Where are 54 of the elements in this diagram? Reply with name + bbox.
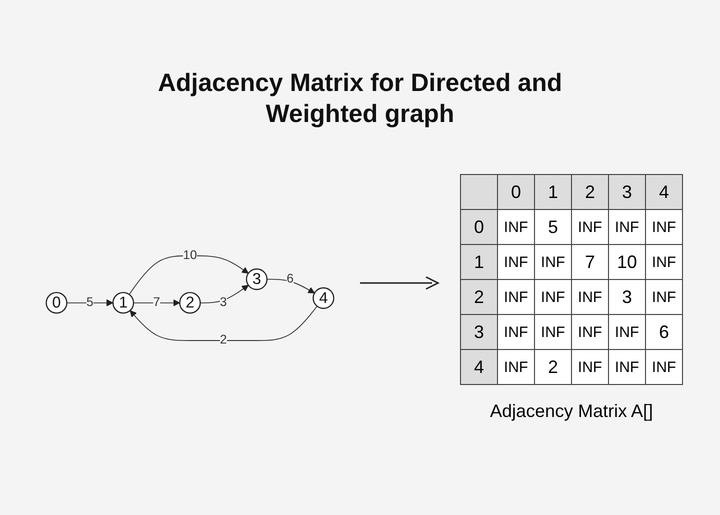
row-header-cell: 3	[460, 314, 498, 350]
matrix-cell: 7	[572, 244, 608, 280]
matrix-cell: INF	[534, 244, 572, 280]
edge-label: 3	[220, 296, 227, 309]
matrix-cell: INF	[608, 210, 646, 244]
arrow	[128, 255, 249, 295]
edge-label: 10	[183, 248, 197, 262]
arrow	[200, 284, 249, 304]
row-header-cell: 0	[460, 210, 498, 244]
edge-label: 7	[153, 296, 160, 309]
matrix-cell: 3	[608, 280, 646, 314]
matrix-cell: INF	[646, 210, 682, 244]
matrix-cell: 10	[608, 244, 646, 280]
edge-label: 6	[286, 272, 294, 286]
column-header-cell: 2	[572, 174, 608, 210]
row-header-cell: 4	[460, 350, 498, 384]
matrix-cell: INF	[498, 280, 534, 314]
arrow	[66, 299, 114, 306]
node-circle: 2	[179, 292, 201, 314]
column-header-cell: 4	[646, 174, 682, 210]
matrix-cell: INF	[498, 210, 534, 244]
arrow	[133, 299, 180, 306]
matrix-cell: INF	[646, 244, 682, 280]
edge-label: 5	[86, 296, 94, 309]
matrix-cell: INF	[498, 350, 534, 384]
matrix-cell: INF	[608, 314, 646, 350]
matrix-cell: INF	[572, 210, 608, 244]
node-circle: 0	[46, 292, 68, 314]
matrix-cell: INF	[572, 350, 608, 384]
column-header-cell: 0	[498, 174, 534, 210]
arrow	[266, 278, 315, 294]
matrix-cell: INF	[572, 314, 608, 350]
matrix-cell: 2	[534, 350, 572, 384]
matrix-cell: INF	[646, 280, 682, 314]
node-circle: 4	[312, 287, 334, 309]
column-header-cell: 3	[608, 174, 646, 210]
arrow	[130, 306, 318, 341]
matrix-cell: 6	[646, 314, 682, 350]
matrix-cell: INF	[498, 244, 534, 280]
matrix-caption: Adjacency Matrix A[]	[488, 401, 654, 422]
matrix-cell: INF	[534, 280, 572, 314]
node-circle: 3	[246, 268, 268, 290]
matrix-cell: 5	[534, 210, 572, 244]
matrix-cell: INF	[572, 280, 608, 314]
row-header-cell: 1	[460, 244, 498, 280]
edge-label: 2	[220, 333, 227, 347]
column-header-cell: 1	[534, 174, 572, 210]
matrix-cell: INF	[646, 350, 682, 384]
matrix-cell: INF	[608, 350, 646, 384]
matrix-cell: INF	[534, 314, 572, 350]
diagram-title: Adjacency Matrix for Directed and Weighted graph	[156, 68, 564, 130]
row-header-cell: 2	[460, 280, 498, 314]
node-circle: 1	[112, 292, 134, 314]
matrix-cell: INF	[498, 314, 534, 350]
